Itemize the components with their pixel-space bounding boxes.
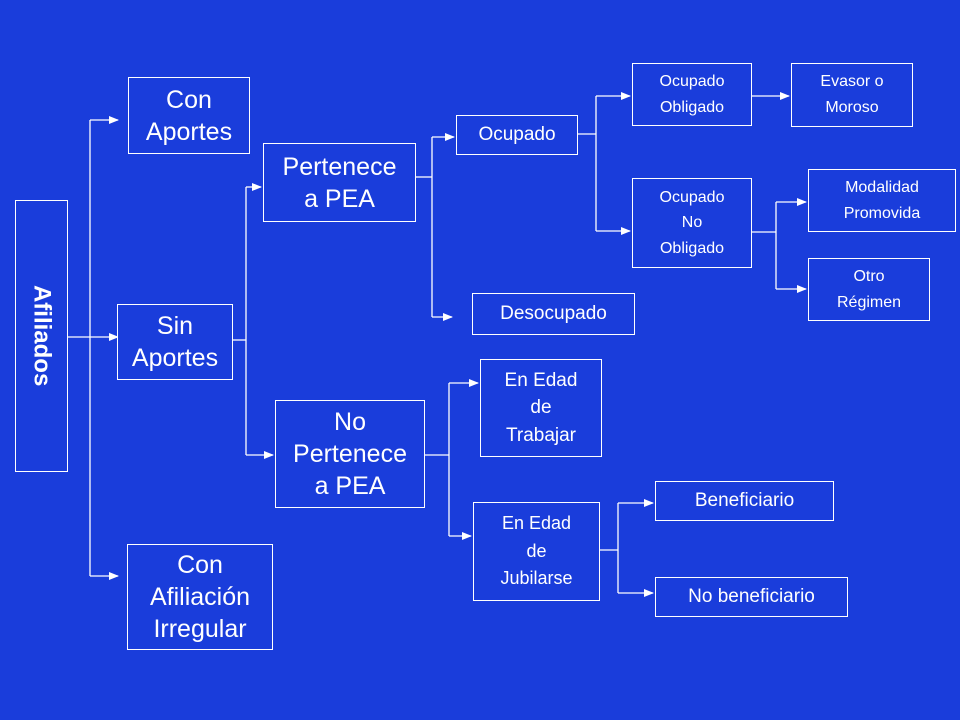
node-afiliados: Afiliados xyxy=(15,200,68,472)
node-modalidad-promovida: Modalidad Promovida xyxy=(808,169,956,232)
node-ocupado-obligado: Ocupado Obligado xyxy=(632,63,752,126)
node-ocupado-no-obligado: Ocupado No Obligado xyxy=(632,178,752,268)
node-afiliados-label: Afiliados xyxy=(28,285,56,387)
node-no-beneficiario: No beneficiario xyxy=(655,577,848,617)
connector-afiliados xyxy=(68,116,119,580)
node-ocupado: Ocupado xyxy=(456,115,578,155)
node-pertenece-pea: Pertenece a PEA xyxy=(263,143,416,222)
node-no-pertenece-pea: No Pertenece a PEA xyxy=(275,400,425,508)
node-edad-jubilarse: En Edad de Jubilarse xyxy=(473,502,600,601)
node-beneficiario: Beneficiario xyxy=(655,481,834,521)
node-edad-trabajar: En Edad de Trabajar xyxy=(480,359,602,457)
node-otro-regimen: Otro Régimen xyxy=(808,258,930,321)
connector-pertenece-pea xyxy=(416,133,455,321)
node-desocupado: Desocupado xyxy=(472,293,635,335)
connector-sin-aportes xyxy=(233,183,274,459)
node-con-aportes: Con Aportes xyxy=(128,77,250,154)
connector-jubilarse xyxy=(600,499,654,597)
node-con-afiliacion-irregular: Con Afiliación Irregular xyxy=(127,544,273,650)
node-evasor-moroso: Evasor o Moroso xyxy=(791,63,913,127)
connector-no-pertenece-pea xyxy=(425,379,479,540)
connector-no-obligado xyxy=(752,198,807,293)
connector-ocupado xyxy=(578,92,631,235)
node-sin-aportes: Sin Aportes xyxy=(117,304,233,380)
